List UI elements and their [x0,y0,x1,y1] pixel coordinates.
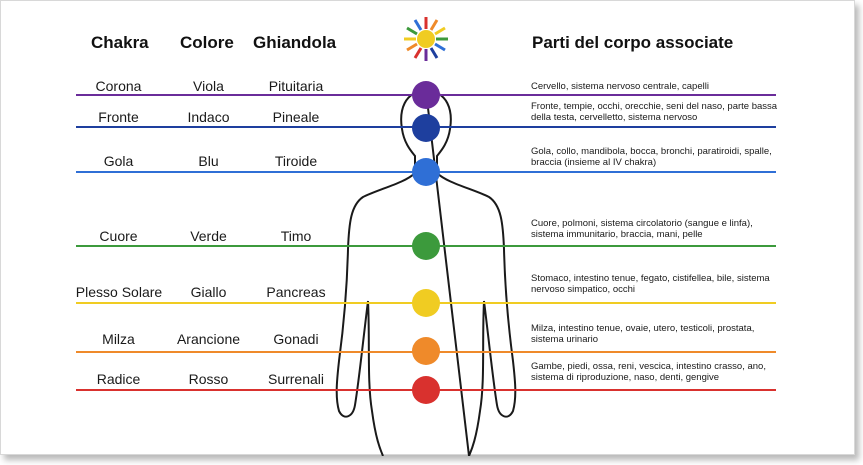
gland-label: Timo [280,228,312,244]
header-parti: Parti del corpo associate [532,33,734,52]
violet-chakra-dot [412,81,440,109]
color-label: Arancione [176,331,241,347]
body-silhouette [335,17,517,456]
green-chakra-dot [412,232,440,260]
yellow-chakra-dot [412,289,440,317]
chakra-label: Plesso Solare [75,284,163,300]
gland-label: Gonadi [273,331,319,347]
color-label: Indaco [187,109,230,125]
chakra-label: Corona [95,78,142,94]
indigo-chakra-dot [412,114,440,142]
gland-label: Pineale [272,109,320,125]
color-label: Blu [198,153,219,169]
blue-chakra-dot [412,158,440,186]
chakra-label: Gola [103,153,134,169]
diagram-frame: Chakra Colore Ghiandola Parti del corpo … [0,0,855,456]
body-parts-text: Cuore, polmoni, sistema circolatorio (sa… [531,218,753,240]
lotus-icon [404,17,448,61]
chakra-label: Radice [96,371,141,387]
body-parts-text: Stomaco, intestino tenue, fegato, cistif… [531,273,770,295]
chakra-label: Fronte [98,109,139,125]
color-label: Verde [190,228,227,244]
body-parts-text: Gola, collo, mandibola, bocca, bronchi, … [531,146,772,168]
gland-label: Surrenali [267,371,325,387]
body-parts-text: Cervello, sistema nervoso centrale, cape… [531,81,709,92]
chakra-label: Cuore [99,228,138,244]
chakra-label: Milza [102,331,135,347]
header-chakra: Chakra [91,33,149,52]
gland-label: Pancreas [266,284,326,300]
header-colore: Colore [180,33,234,52]
color-label: Giallo [190,284,227,300]
body-parts-text: Milza, intestino tenue, ovaie, utero, te… [531,323,755,345]
body-parts-text: Fronte, tempie, occhi, orecchie, seni de… [531,101,778,123]
color-label: Rosso [188,371,229,387]
gland-label: Tiroide [274,153,318,169]
orange-chakra-dot [412,337,440,365]
header-ghiandola: Ghiandola [253,33,337,52]
gland-label: Pituitaria [268,78,324,94]
color-label: Viola [193,78,224,94]
body-parts-text: Gambe, piedi, ossa, reni, vescica, intes… [531,361,766,383]
red-chakra-dot [412,376,440,404]
